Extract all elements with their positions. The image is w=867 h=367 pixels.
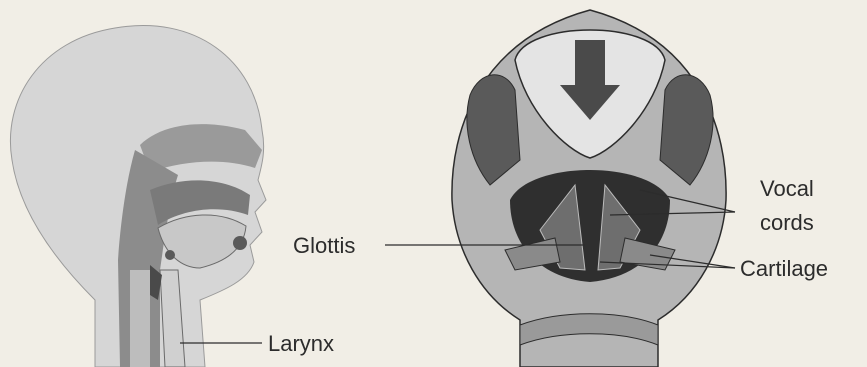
head-cross-section <box>10 25 266 367</box>
larynx-label: Larynx <box>268 331 334 356</box>
trachea <box>130 270 150 367</box>
vocal-cords-label-line1: Vocal <box>760 176 814 201</box>
vocal-cords-label-line2: cords <box>760 210 814 235</box>
larynx-top-view <box>385 10 735 367</box>
jaw-bone <box>233 236 247 250</box>
cartilage-label: Cartilage <box>740 256 828 281</box>
hyoid-bone <box>165 250 175 260</box>
glottis-label: Glottis <box>293 233 355 258</box>
